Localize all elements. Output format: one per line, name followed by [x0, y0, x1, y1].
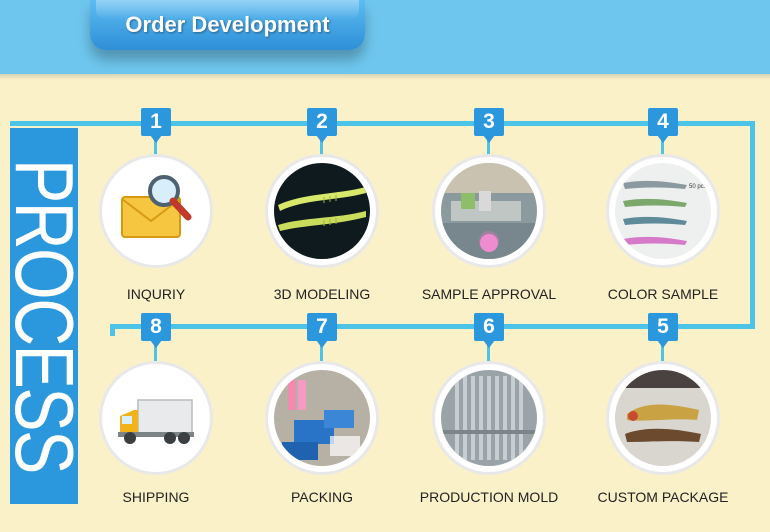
step-badge-6: 6	[474, 313, 504, 348]
step-number: 4	[648, 108, 678, 136]
step-label-production-mold: PRODUCTION MOLD	[419, 489, 559, 505]
drop-line-4	[661, 130, 664, 158]
3d-modeling-image	[268, 157, 376, 265]
step-badge-3: 3	[474, 108, 504, 143]
step-label-packing: PACKING	[291, 489, 353, 505]
envelope-magnifier-icon	[108, 163, 204, 259]
workshop-photo-icon	[441, 163, 537, 259]
packing-image	[268, 364, 376, 472]
step-badge-2: 2	[307, 108, 337, 143]
connector-line-top	[10, 121, 755, 126]
step-number: 6	[474, 313, 504, 341]
header-shadow	[0, 74, 770, 80]
process-text: PROCESS	[10, 159, 78, 473]
drop-line-3	[487, 130, 490, 158]
step-badge-4: 4	[648, 108, 678, 143]
step-number: 3	[474, 108, 504, 136]
truck-icon	[108, 370, 204, 466]
step-number: 2	[307, 108, 337, 136]
step-number: 8	[141, 313, 171, 341]
step-badge-7: 7	[307, 313, 337, 348]
color-sample-image: 50 pcs	[609, 157, 717, 265]
step-label-sample-approval: SAMPLE APPROVAL	[421, 286, 557, 302]
title-tab: Order Development	[90, 0, 365, 50]
lure-model-icon	[274, 163, 370, 259]
production-mold-image	[435, 364, 543, 472]
step-label-color-sample: COLOR SAMPLE	[607, 286, 719, 302]
drop-line-1	[154, 130, 157, 158]
color-lures-icon: 50 pcs	[615, 163, 711, 259]
lure-package-icon	[615, 370, 711, 466]
step-label-inquriy: INQURIY	[126, 286, 186, 302]
inquiry-image	[102, 157, 210, 265]
sample-approval-image	[435, 157, 543, 265]
step-label-custom-package: CUSTOM PACKAGE	[597, 489, 729, 505]
step-label-shipping: SHIPPING	[122, 489, 190, 505]
step-number: 5	[648, 313, 678, 341]
step-number: 1	[141, 108, 171, 136]
color-sample-tag: 50 pcs	[689, 184, 707, 190]
packing-photo-icon	[274, 370, 370, 466]
connector-line-bottom	[110, 324, 755, 329]
shipping-image	[102, 364, 210, 472]
title-tab-shine	[96, 0, 359, 20]
step-badge-8: 8	[141, 313, 171, 348]
step-number: 7	[307, 313, 337, 341]
connector-line-left-stub	[110, 324, 115, 336]
step-badge-5: 5	[648, 313, 678, 348]
step-badge-1: 1	[141, 108, 171, 143]
drop-line-2	[320, 130, 323, 158]
page-title: Order Development	[125, 12, 330, 37]
mold-photo-icon	[441, 370, 537, 466]
step-label-3d-modeling: 3D MODELING	[273, 286, 371, 302]
process-side-label: PROCESS	[10, 128, 78, 504]
connector-line-right	[750, 121, 755, 329]
custom-package-image	[609, 364, 717, 472]
